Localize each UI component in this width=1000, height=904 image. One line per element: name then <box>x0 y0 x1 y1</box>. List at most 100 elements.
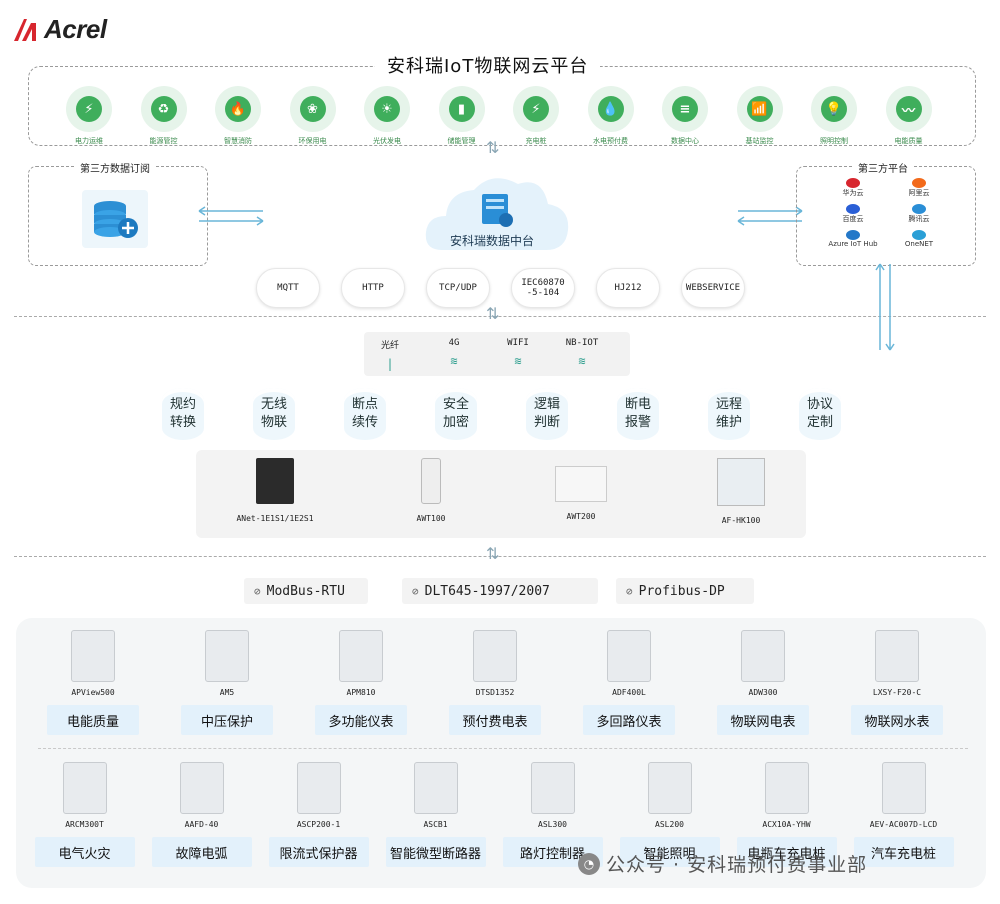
third-party-logo-label: 腾讯云 <box>908 215 930 223</box>
cloud-app-label: 基站监控 <box>745 137 774 145</box>
storage-icon: ▮ <box>438 86 485 132</box>
field-device-tag[interactable]: 多功能仪表 <box>315 705 407 735</box>
sync-arrows-icon: ⇅ <box>486 304 500 323</box>
bus-label: DLT645-1997/2007 <box>424 583 550 599</box>
third-party-logo-label: 百度云 <box>842 215 864 223</box>
cloud-app-2[interactable]: ♻能源管控 <box>129 86 199 146</box>
acrel-logo-icon <box>14 18 36 41</box>
cloud-app-11[interactable]: 💡照明控制 <box>799 86 869 146</box>
field-device-tag[interactable]: 多回路仪表 <box>583 705 675 735</box>
gateway-model: AF-HK100 <box>721 516 761 525</box>
cloud-app-5[interactable]: ☀光伏发电 <box>352 86 422 146</box>
sync-arrows-icon: ⇅ <box>486 544 500 563</box>
third-party-logo-label: OneNET <box>904 240 934 248</box>
cloud-app-8[interactable]: 💧 水电预付费 <box>576 86 646 146</box>
cloud-app-label: 充电桩 <box>525 137 547 145</box>
third-party-platform-title: 第三方平台 <box>852 160 914 175</box>
link-icon: ⊘ <box>626 584 633 598</box>
gateway-4: AF-HK100 <box>686 454 796 525</box>
cloud-app-6[interactable]: ▮储能管理 <box>427 86 497 146</box>
gateway-model: AWT100 <box>416 514 446 523</box>
feature-4: 安全 加密 <box>435 388 477 440</box>
brand-name: Acrel <box>44 14 107 44</box>
field-device-image <box>71 630 115 682</box>
field-device-model: ASCB1 <box>423 820 448 829</box>
bus-row: ⊘ModBus-RTU⊘DLT645-1997/2007⊘Profibus-DP <box>244 578 764 604</box>
cloud-app-1[interactable]: ⚡电力运维 <box>54 86 124 146</box>
comm-row: 光纤|4G≋WIFI≋NB-IOT≋ <box>370 338 626 372</box>
bus-label: ModBus-RTU <box>266 583 345 599</box>
comm-panel <box>364 332 630 376</box>
field-device-tag[interactable]: 电气火灾 <box>34 837 135 867</box>
third-party-logo-label: Azure IoT Hub <box>828 240 878 248</box>
cloud-app-7[interactable]: ⚡ 充电桩 <box>501 86 571 146</box>
field-device-tag[interactable]: 电能质量 <box>47 705 139 735</box>
field-device-image <box>296 762 341 814</box>
field-device-model: ARCM300T <box>65 820 104 829</box>
cloud-app-10[interactable]: 📶基站监控 <box>725 86 795 146</box>
field-device-3: ASCP200-1 限流式保护器 <box>264 756 373 867</box>
comm-label: 光纤 <box>380 341 399 351</box>
field-device-model: ACX10A-YHW <box>762 820 811 829</box>
field-device-tag[interactable]: 智能微型断路器 <box>385 837 486 867</box>
protocol-6: WEBSERVICE <box>681 268 745 308</box>
field-device-tag[interactable]: 汽车充电桩 <box>853 837 954 867</box>
field-device-tag[interactable]: 预付费电表 <box>449 705 541 735</box>
feature-5: 逻辑 判断 <box>526 388 568 440</box>
wechat-icon: ◔ <box>578 852 600 875</box>
cloud-app-12[interactable]: 〰电能质量 <box>874 86 944 146</box>
bus-label: Profibus-DP <box>638 583 725 599</box>
field-device-tag[interactable]: 智能照明 <box>619 837 720 867</box>
field-device-image <box>530 762 575 814</box>
bus-1: ⊘ModBus-RTU <box>244 578 368 604</box>
gateway-3: AWT200 <box>526 454 636 521</box>
feature-7: 远程 维护 <box>708 388 750 440</box>
feature-row: 规约 转换无线 物联断点 续传安全 加密逻辑 判断断电 报警远程 维护协议 定制 <box>162 388 862 444</box>
field-device-tag[interactable]: 物联网水表 <box>851 705 943 735</box>
wifi-icon: ≋ <box>514 354 522 368</box>
charger-icon: ⚡ <box>513 86 559 132</box>
cloud-app-4[interactable]: ❀环保用电 <box>278 86 348 146</box>
prepay-icon: 💧 <box>587 86 634 132</box>
cloud-app-label: 水电预付费 <box>593 137 628 145</box>
protocol-3: TCP/UDP <box>426 268 490 308</box>
field-device-image <box>62 762 107 814</box>
field-device-tag[interactable]: 限流式保护器 <box>268 837 369 867</box>
field-device-image <box>647 762 692 814</box>
field-device-tag[interactable]: 故障电弧 <box>151 837 252 867</box>
azure-icon: Azure IoT Hub <box>822 230 884 248</box>
solar-icon: ☀ <box>364 86 410 132</box>
fire-protection-icon: 🔥 <box>215 86 261 132</box>
vertical-sync-arrows-icon <box>872 258 898 354</box>
power-quality-icon: 〰 <box>885 86 932 132</box>
field-device-tag[interactable]: 电瓶车充电桩 <box>736 837 837 867</box>
field-device-image <box>881 762 926 814</box>
field-device-tag[interactable]: 物联网电表 <box>717 705 809 735</box>
cloud-app-3[interactable]: 🔥智慧消防 <box>203 86 273 146</box>
divider-2 <box>14 556 986 557</box>
field-device-image <box>875 630 919 682</box>
cloud-app-9[interactable]: ≡数据中心 <box>650 86 720 146</box>
comm-item-2: 4G≋ <box>434 338 474 368</box>
feature-8: 协议 定制 <box>799 388 841 440</box>
field-device-tag[interactable]: 中压保护 <box>181 705 273 735</box>
database-add-icon <box>82 190 148 248</box>
left-exchange-arrows-icon <box>195 206 267 226</box>
gateway-device-image <box>421 458 441 504</box>
comm-item-3: WIFI≋ <box>498 338 538 368</box>
field-device-model: ASCP200-1 <box>296 820 341 829</box>
cloud-app-label: 电力运维 <box>75 137 103 145</box>
field-device-image <box>179 762 224 814</box>
protocol-4: IEC60870 -5-104 <box>511 268 575 308</box>
field-device-1: ARCM300T 电气火灾 <box>30 756 139 867</box>
